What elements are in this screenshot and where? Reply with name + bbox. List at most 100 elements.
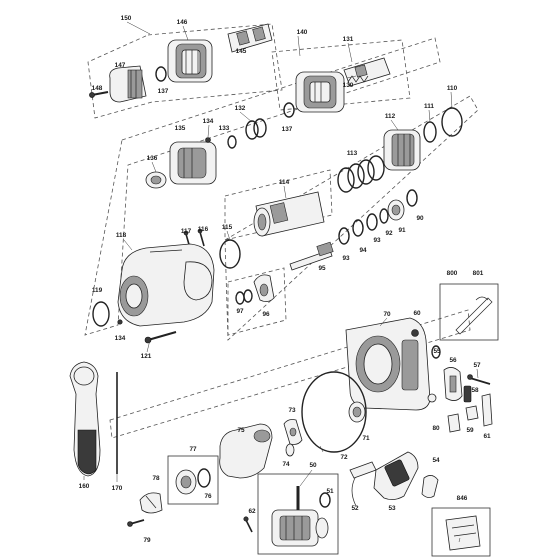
label-121: 121 [141, 353, 152, 360]
cylinder-135 [169, 141, 217, 185]
ring-93a [366, 213, 378, 231]
label-52: 52 [351, 505, 359, 512]
assembly-box-lower [109, 309, 471, 439]
assembly-box-114 [224, 169, 333, 241]
label-92: 92 [385, 230, 393, 237]
label-110: 110 [447, 85, 458, 92]
label-118: 118 [116, 232, 127, 239]
leader-lines [83, 21, 479, 543]
assembly-box-97 [227, 267, 287, 336]
label-112: 112 [385, 113, 396, 120]
gear-112 [383, 129, 421, 171]
label-96: 96 [262, 311, 270, 318]
assembly-box-150 [87, 23, 283, 119]
label-113: 113 [347, 150, 358, 157]
label-136: 136 [147, 155, 158, 162]
brush-holder-63 [447, 413, 461, 433]
label-137: 137 [158, 88, 169, 95]
chuck-assembly-146 [167, 39, 213, 83]
ring-97a [235, 291, 245, 305]
label-55: 55 [433, 348, 441, 355]
sleeve-145 [227, 23, 273, 53]
label-133: 133 [219, 125, 230, 132]
label-94: 94 [359, 247, 367, 254]
spring-58 [463, 385, 472, 403]
ring-132b [253, 118, 267, 138]
label-58: 58 [471, 387, 479, 394]
screw-116 [197, 228, 205, 247]
ring-110 [441, 107, 463, 137]
label-137b: 137 [282, 126, 293, 133]
label-130: 130 [343, 82, 354, 89]
label-135: 135 [175, 125, 186, 132]
label-53: 53 [388, 505, 396, 512]
label-75: 75 [237, 427, 245, 434]
assembly-box-118 [84, 37, 441, 336]
label-148: 148 [92, 85, 103, 92]
ring-93b [338, 227, 350, 245]
label-114: 114 [279, 179, 290, 186]
ring-113d [367, 155, 385, 181]
label-170: 170 [112, 485, 123, 492]
label-801: 801 [473, 270, 484, 277]
o-ring-72 [301, 371, 367, 453]
label-91: 91 [398, 227, 406, 234]
ring-119 [92, 301, 110, 327]
label-150: 150 [121, 15, 132, 22]
label-79: 79 [143, 537, 151, 544]
ring-113c [357, 159, 375, 185]
lever-54 [421, 475, 439, 498]
label-119: 119 [92, 287, 103, 294]
label-76: 76 [204, 493, 212, 500]
gear-housing-118 [117, 243, 215, 327]
kit-box-846 [431, 507, 491, 557]
label-116: 116 [198, 226, 209, 233]
label-95: 95 [318, 265, 326, 272]
bearing-77 [175, 469, 197, 495]
switch-56 [443, 367, 463, 401]
ring-113b [347, 163, 365, 189]
ring-90 [406, 189, 418, 207]
label-56: 56 [449, 357, 457, 364]
screw-62 [243, 516, 253, 533]
ring-94 [352, 219, 364, 237]
label-160: 160 [79, 483, 90, 490]
label-134b: 134 [115, 335, 126, 342]
ball-134 [205, 137, 211, 143]
side-handle-160 [69, 361, 101, 477]
ring-97b [243, 289, 253, 303]
label-147: 147 [115, 62, 126, 69]
label-57: 57 [473, 362, 481, 369]
ring-133 [227, 135, 237, 149]
clamp-78 [139, 492, 163, 514]
kit-box-50 [257, 473, 339, 555]
ring-51 [319, 492, 331, 508]
ring-115 [219, 239, 241, 269]
ring-132a [245, 120, 259, 140]
keyed-chuck-147 [109, 65, 147, 103]
label-72: 72 [340, 454, 348, 461]
sleeve-96 [253, 274, 275, 302]
screw-57 [467, 374, 491, 385]
screw-148 [89, 91, 109, 98]
label-51: 51 [326, 488, 334, 495]
label-115: 115 [222, 224, 233, 231]
label-111: 111 [424, 103, 434, 110]
ring-92 [379, 208, 389, 224]
label-97: 97 [236, 308, 244, 315]
label-50: 50 [309, 462, 317, 469]
label-74: 74 [282, 461, 290, 468]
crank-75 [219, 423, 273, 479]
label-71: 71 [362, 435, 370, 442]
label-90: 90 [416, 215, 424, 222]
bearing-71 [348, 401, 366, 423]
label-132: 132 [235, 105, 246, 112]
chuck-assembly-140 [295, 71, 345, 113]
ring-137b [283, 102, 295, 118]
kit-box-800-801 [439, 283, 499, 341]
label-800: 800 [447, 270, 458, 277]
kit-box-77 [167, 455, 219, 505]
label-134: 134 [203, 118, 214, 125]
label-54: 54 [432, 457, 440, 464]
